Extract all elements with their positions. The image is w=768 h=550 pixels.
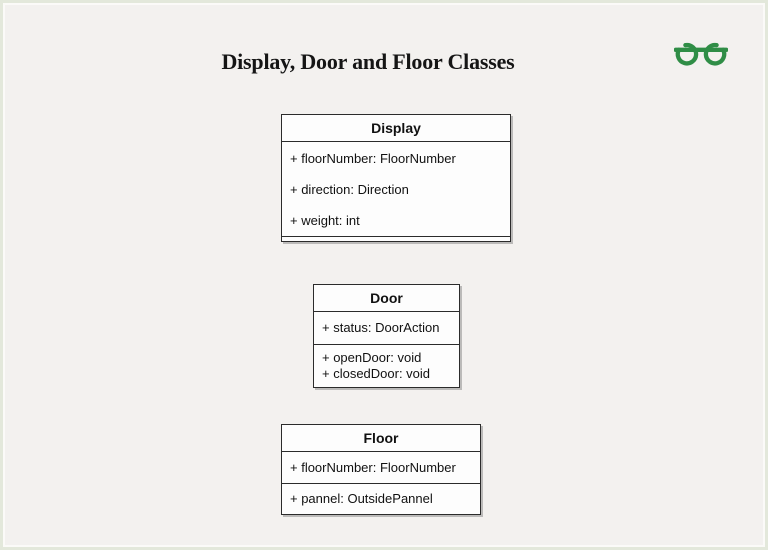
class-member: + floorNumber: FloorNumber — [290, 151, 456, 166]
geeksforgeeks-logo-icon — [674, 36, 728, 68]
class-name-floor: Floor — [282, 425, 480, 452]
class-name-door: Door — [314, 285, 459, 312]
class-member: + pannel: OutsidePannel — [290, 491, 433, 506]
class-member: + direction: Direction — [290, 182, 409, 197]
methods-compartment-floor: + pannel: OutsidePannel — [282, 484, 480, 514]
attributes-compartment-display: + floorNumber: FloorNumber + direction: D… — [282, 142, 510, 237]
attributes-compartment-floor: + floorNumber: FloorNumber — [282, 452, 480, 484]
class-member: + weight: int — [290, 213, 360, 228]
methods-compartment-display — [282, 237, 510, 241]
class-member: + closedDoor: void — [322, 366, 431, 381]
class-box-door: Door + status: DoorAction + openDoor: vo… — [313, 284, 460, 388]
page-title: Display, Door and Floor Classes — [221, 49, 515, 74]
methods-compartment-door: + openDoor: void+ closedDoor: void — [314, 345, 459, 387]
class-member: + openDoor: void — [322, 350, 422, 365]
class-member: + status: DoorAction — [322, 320, 440, 335]
attributes-compartment-door: + status: DoorAction — [314, 312, 459, 345]
class-box-floor: Floor + floorNumber: FloorNumber + panne… — [281, 424, 481, 515]
class-member: + floorNumber: FloorNumber — [290, 460, 456, 475]
class-box-display: Display + floorNumber: FloorNumber + dire… — [281, 114, 511, 242]
class-name-display: Display — [282, 115, 510, 142]
